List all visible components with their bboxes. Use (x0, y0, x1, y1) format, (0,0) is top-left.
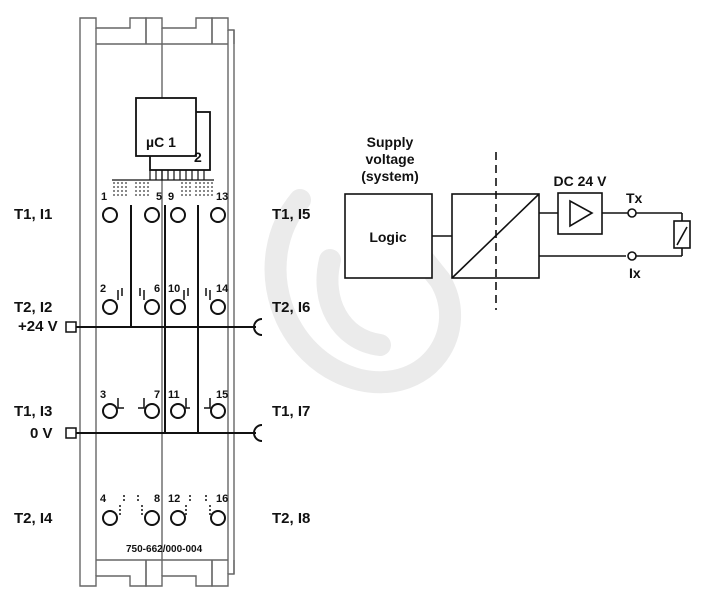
part-number: 750-662/000-004 (126, 544, 203, 555)
label-t1-i3: T1, I3 (14, 403, 52, 420)
block-diagram: Supply voltage (system) Logic DC 24 V Tx… (344, 134, 691, 310)
terminal-number: 6 (154, 283, 160, 295)
label-0v: 0 V (30, 425, 53, 442)
ix-terminal (627, 251, 637, 261)
terminal-number: 2 (100, 283, 106, 295)
microcontroller-chip: µC 1 2 (112, 97, 214, 198)
watermark (264, 189, 461, 393)
switch-icon (676, 226, 688, 246)
supply-line-3: (system) (361, 168, 419, 184)
terminal-number: 3 (100, 389, 106, 401)
terminal-number: 16 (216, 493, 228, 505)
dc24v-label: DC 24 V (554, 173, 608, 189)
amplifier-icon (569, 199, 594, 228)
label-t1-i7: T1, I7 (272, 403, 310, 420)
label-t2-i8: T2, I8 (272, 510, 310, 527)
terminal-numbers: 1 5 9 13 2 6 10 14 3 7 11 15 4 8 12 16 (100, 191, 229, 505)
label-t2-i4: T2, I4 (14, 510, 53, 527)
terminal-number: 15 (216, 389, 228, 401)
right-labels: T1, I5 T2, I6 T1, I7 T2, I8 (272, 206, 310, 527)
label-t2-i6: T2, I6 (272, 299, 310, 316)
tx-label: Tx (626, 190, 643, 206)
label-t1-i1: T1, I1 (14, 206, 52, 223)
terminal-contacts (102, 207, 226, 526)
bus-lines (65, 205, 263, 442)
tx-terminal (627, 208, 637, 218)
terminal-number: 13 (216, 191, 228, 203)
clamp-marks (117, 288, 211, 515)
chip-label-2: 2 (194, 149, 202, 165)
terminal-number: 1 (101, 191, 107, 203)
terminal-number: 8 (154, 493, 160, 505)
terminal-number: 14 (216, 283, 229, 295)
terminal-number: 7 (154, 389, 160, 401)
terminal-number: 10 (168, 283, 180, 295)
supply-line-2: voltage (365, 151, 414, 167)
terminal-number: 5 (156, 191, 162, 203)
terminal-number: 9 (168, 191, 174, 203)
logic-label: Logic (369, 229, 407, 245)
terminal-number: 12 (168, 493, 180, 505)
chip-label: µC 1 (146, 134, 176, 150)
label-t1-i5: T1, I5 (272, 206, 310, 223)
terminal-number: 4 (100, 493, 107, 505)
ix-label: Ix (629, 265, 641, 281)
label-t2-i2: T2, I2 (14, 299, 52, 316)
terminal-number: 11 (168, 389, 180, 401)
left-labels: T1, I1 T2, I2 +24 V T1, I3 0 V T2, I4 (14, 206, 58, 527)
label-plus-24v: +24 V (18, 318, 58, 335)
supply-line-1: Supply (367, 134, 414, 150)
